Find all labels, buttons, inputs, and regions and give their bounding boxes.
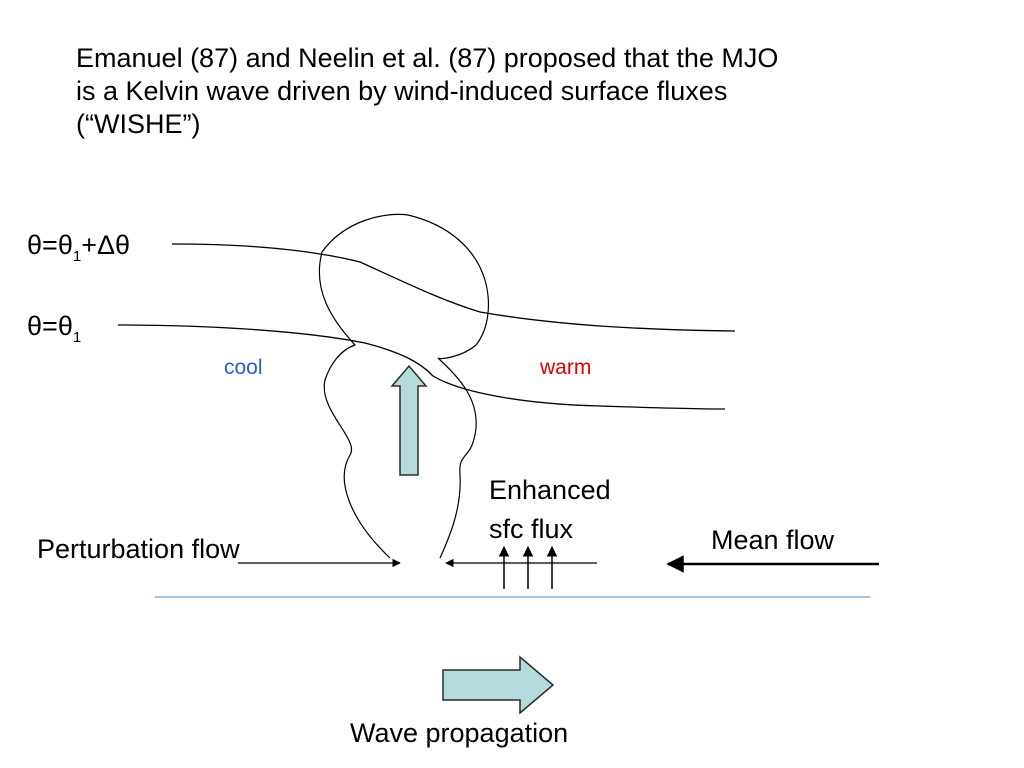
perturbation-flow-label: Perturbation flow	[37, 534, 240, 564]
warm-label: warm	[540, 356, 592, 379]
title-line-3: (“WISHE”)	[76, 109, 201, 139]
wave-propagation-arrow	[442, 655, 555, 715]
lower-isentrope-label: θ=θ1	[27, 311, 82, 346]
convective-cloud-outline	[318, 213, 490, 559]
title-line-2: is a Kelvin wave driven by wind-induced …	[76, 76, 728, 106]
enhanced-flux-label-line-2: sfc flux	[489, 514, 574, 544]
lower-isentrope-line	[117, 324, 726, 410]
upper-isentrope-label: θ=θ1+Δθ	[27, 230, 131, 265]
enhanced-flux-label-line-1: Enhanced	[489, 475, 611, 505]
cool-label: cool	[224, 356, 263, 379]
upper-isentrope-line	[171, 243, 736, 332]
slide-title: Emanuel (87) and Neelin et al. (87) prop…	[76, 42, 996, 141]
wave-propagation-label: Wave propagation	[350, 718, 569, 748]
title-line-1: Emanuel (87) and Neelin et al. (87) prop…	[76, 43, 779, 73]
updraft-arrow	[390, 364, 428, 476]
mean-flow-label: Mean flow	[711, 525, 835, 555]
